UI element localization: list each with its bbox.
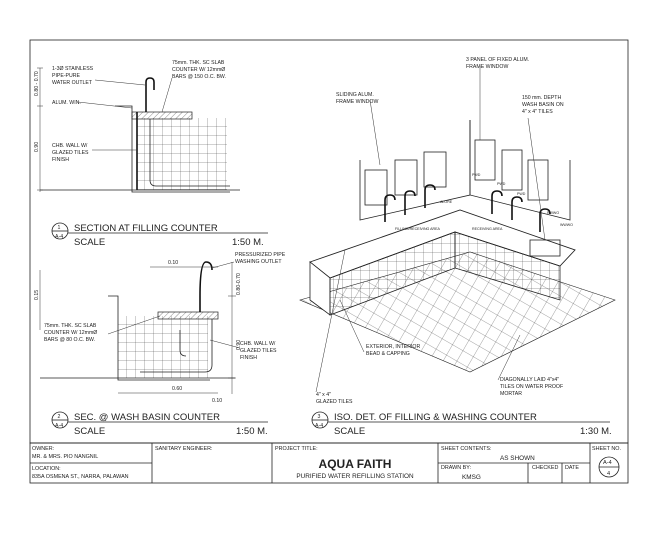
section-title: SEC. @ WASH BASIN COUNTER bbox=[74, 412, 220, 423]
note-slab-1: 75mm. THK. SC SLAB bbox=[172, 60, 225, 66]
label-rwwo: RWWO bbox=[547, 211, 559, 215]
sheet-label: SHEET NO. bbox=[592, 446, 621, 452]
section-2-title: 2 A-4 SEC. @ WASH BASIN COUNTER SCALE 1:… bbox=[51, 411, 268, 437]
dim-060: 0.60 bbox=[172, 386, 182, 392]
fixed-window bbox=[474, 139, 496, 181]
note-alum: ALUM. WIN. bbox=[52, 100, 81, 106]
detail-number: 1 bbox=[58, 225, 61, 231]
section-1-drawing: 0.80 - 0.70 0.90 1-3Ø STAINLESS PIPE-PUR… bbox=[34, 60, 240, 193]
scale-value: 1:50 M. bbox=[232, 237, 264, 248]
drawn-value: KMSG bbox=[462, 474, 481, 481]
note-wall-3: FINISH bbox=[52, 157, 69, 163]
label-pwd-2: PWD bbox=[497, 182, 506, 186]
note-wall-1: CHB. WALL W/ bbox=[240, 341, 276, 347]
scale-label: SCALE bbox=[334, 426, 365, 437]
note-diag-1: DIAGONALLY LAID 4"x4" bbox=[500, 377, 559, 383]
section-title: ISO. DET. OF FILLING & WASHING COUNTER bbox=[334, 412, 537, 423]
note-basin-1: 150 mm. DEPTH bbox=[522, 95, 561, 101]
scale-label: SCALE bbox=[74, 426, 105, 437]
detail-sheet-ref: A-4 bbox=[55, 234, 63, 240]
scale-label: SCALE bbox=[74, 237, 105, 248]
detail-number: 3 bbox=[318, 414, 321, 420]
note-wall-2: GLAZED TILES bbox=[52, 150, 89, 156]
sliding-window bbox=[364, 169, 388, 206]
label-pwd-3: PWD bbox=[517, 192, 526, 196]
note-wall-3: FINISH bbox=[240, 355, 257, 361]
note-sliding-2: FRAME WINDOW bbox=[336, 99, 378, 105]
pipe-outlet bbox=[145, 77, 155, 112]
drawn-label: DRAWN BY: bbox=[441, 465, 471, 471]
project-title: AQUA FAITH bbox=[319, 457, 392, 471]
note-pipe-3: WATER OUTLET bbox=[52, 80, 93, 86]
label-filling: FILLING/RECEIVING AREA bbox=[395, 227, 441, 231]
note-slab-1: 75mm. THK. SC SLAB bbox=[44, 323, 97, 329]
dim-top: 0.80 - 0.70 bbox=[34, 71, 40, 96]
detail-sheet-ref: A-4 bbox=[315, 423, 323, 429]
note-pipe-2: WASHING OUTLET bbox=[235, 259, 282, 265]
section-3-title: 3 A-4 ISO. DET. OF FILLING & WASHING COU… bbox=[311, 411, 612, 437]
note-slab-2: COUNTER W/ 12mmØ bbox=[172, 67, 225, 73]
tile-grid bbox=[118, 316, 208, 378]
note-bead-1: EXTERIOR, INTERIOR bbox=[366, 344, 420, 350]
label-wwwo: WWWO bbox=[560, 223, 573, 227]
dim-mid: 0.90 bbox=[34, 142, 40, 152]
section-2-drawing: 0.80-0.70 0.90 0.15 0.10 0.60 0.10 PRESS… bbox=[34, 252, 286, 404]
detail-sheet-ref: A-4 bbox=[55, 423, 63, 429]
owner-value: MR. & MRS. PIO NANGNIL bbox=[32, 454, 98, 460]
dim-080: 0.80-0.70 bbox=[236, 273, 242, 295]
label-receiving: RECEIVING AREA bbox=[472, 227, 503, 231]
label-pwd-1: PWD bbox=[472, 173, 481, 177]
label-alore: ALORE bbox=[440, 200, 453, 204]
sheet-of: 4 bbox=[607, 471, 610, 477]
note-pipe-1: 1-3Ø STAINLESS bbox=[52, 66, 94, 72]
note-pipe-1: PRESSURIZED PIPE bbox=[235, 252, 286, 258]
note-fixed-2: FRAME WINDOW bbox=[466, 64, 508, 70]
location-value: 835A OSMENA ST., NARRA, PALAWAN bbox=[32, 474, 129, 480]
dim-010: 0.10 bbox=[168, 260, 178, 266]
title-block: OWNER: MR. & MRS. PIO NANGNIL LOCATION: … bbox=[29, 442, 629, 484]
note-slab-2: COUNTER W/ 12mmØ bbox=[44, 330, 97, 336]
date-label: DATE bbox=[565, 465, 579, 471]
project-subtitle: PURIFIED WATER REFILLING STATION bbox=[296, 473, 414, 480]
location-label: LOCATION: bbox=[32, 466, 61, 472]
dim-015: 0.15 bbox=[34, 290, 40, 300]
project-label: PROJECT TITLE: bbox=[275, 446, 318, 452]
note-fixed-1: 3 PANEL OF FIXED ALUM. bbox=[466, 57, 529, 63]
checked-label: CHECKED bbox=[532, 465, 558, 471]
note-glazed-2: GLAZED TILES bbox=[316, 399, 353, 405]
slab-counter bbox=[157, 311, 219, 320]
note-glazed-1: 4" x 4" bbox=[316, 392, 331, 398]
owner-label: OWNER: bbox=[32, 446, 54, 452]
pipe-outlet bbox=[199, 261, 213, 297]
note-slab-3: BARS @ 150 O.C. BW. bbox=[172, 74, 226, 80]
note-pipe-2: PIPE-PURE bbox=[52, 73, 81, 79]
scale-value: 1:30 M. bbox=[580, 426, 612, 437]
contents-label: SHEET CONTENTS: bbox=[441, 446, 492, 452]
dim-090: 0.90 bbox=[236, 340, 242, 350]
section-1-title: 1 A-4 SECTION AT FILLING COUNTER SCALE 1… bbox=[51, 222, 268, 248]
note-wall-1: CHB. WALL W/ bbox=[52, 143, 88, 149]
note-bead-2: BEAD & CAPPING bbox=[366, 351, 410, 357]
section-3-drawing: SLIDING ALUM. FRAME WINDOW 3 PANEL OF FI… bbox=[299, 57, 616, 405]
note-diag-2: TILES ON WATER PROOF bbox=[500, 384, 563, 390]
slab-counter bbox=[131, 111, 193, 120]
tile-grid bbox=[137, 118, 227, 190]
note-basin-2: WASH BASIN ON bbox=[522, 102, 564, 108]
note-wall-2: GLAZED TILES bbox=[240, 348, 277, 354]
note-diag-3: MORTAR bbox=[500, 391, 522, 397]
note-sliding-1: SLIDING ALUM. bbox=[336, 92, 374, 98]
note-slab-3: BARS @ 80 O.C. BW. bbox=[44, 337, 95, 343]
section-title: SECTION AT FILLING COUNTER bbox=[74, 223, 218, 234]
engineer-label: SANITARY ENGINEER: bbox=[155, 446, 213, 452]
contents-value: AS SHOWN bbox=[500, 455, 535, 462]
dim-010b: 0.10 bbox=[212, 398, 222, 404]
detail-number: 2 bbox=[58, 414, 61, 420]
sheet-no: A-4 bbox=[603, 460, 612, 466]
note-basin-3: 4" x 4" TILES bbox=[522, 109, 553, 115]
scale-value: 1:50 M. bbox=[236, 426, 268, 437]
